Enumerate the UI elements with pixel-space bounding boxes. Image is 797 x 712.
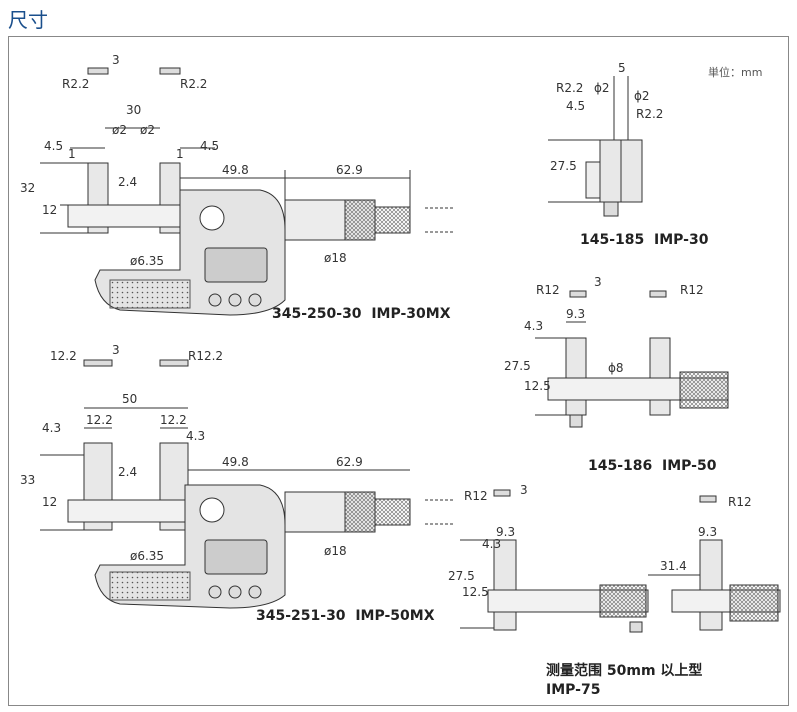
model-label-imp30: 145-185 IMP-30: [580, 232, 709, 248]
dim-43-a: 4.3: [42, 421, 61, 435]
dim-93-b: 9.3: [496, 525, 515, 539]
dim-122-c: 12.2: [160, 413, 187, 427]
diagram-frame: [8, 36, 789, 706]
dim-r12-a: R12: [536, 283, 560, 297]
dim-629-b: 62.9: [336, 455, 363, 469]
dim-629-a: 62.9: [336, 163, 363, 177]
dim-45-c: 4.5: [566, 99, 585, 113]
dim-phi8: ϕ8: [608, 361, 624, 375]
dim-122-b: 12.2: [86, 413, 113, 427]
dim-275-a: 27.5: [550, 159, 577, 173]
model-label-imp75: IMP-75: [546, 682, 601, 698]
dim-3-d: 3: [520, 483, 528, 497]
dim-phi18-b: ø18: [324, 544, 347, 558]
dim-5: 5: [618, 61, 626, 75]
dim-phi2-b: ø2: [140, 123, 155, 137]
dim-r22-a: R2.2: [62, 77, 89, 91]
dim-phi2-a: ø2: [112, 123, 127, 137]
model-label-imp75-range: 测量范围 50mm 以上型: [546, 663, 703, 679]
dim-93-c: 9.3: [698, 525, 717, 539]
dimension-labels: 3 R2.2 R2.2 30 ø2 ø2 4.5 4.5 1 1 32 12 2…: [20, 53, 752, 599]
dim-r12-c: R12: [464, 489, 488, 503]
dim-r122: R12.2: [188, 349, 223, 363]
dim-1-a: 1: [68, 147, 76, 161]
dim-50: 50: [122, 392, 137, 406]
dim-33: 33: [20, 473, 35, 487]
dim-498-a: 49.8: [222, 163, 249, 177]
imp30-drawing: [548, 76, 643, 217]
model-label-imp30mx: 345-250-30 IMP-30MX: [272, 306, 451, 322]
dim-r22-d: R2.2: [636, 107, 663, 121]
dim-43-c: 4.3: [524, 319, 543, 333]
dim-3-c: 3: [594, 275, 602, 289]
dim-275-b: 27.5: [504, 359, 531, 373]
dim-45-b: 4.5: [200, 139, 219, 153]
dim-3-a: 3: [112, 53, 120, 67]
dim-3-b: 3: [112, 343, 120, 357]
dim-498-b: 49.8: [222, 455, 249, 469]
dim-24-a: 2.4: [118, 175, 137, 189]
imp30mx-drawing: [40, 67, 455, 316]
dim-32: 32: [20, 181, 35, 195]
dim-r22-c: R2.2: [556, 81, 583, 95]
dim-1-b: 1: [176, 147, 184, 161]
dim-r22-b: R2.2: [180, 77, 207, 91]
dim-phi2-d: ϕ2: [634, 89, 650, 103]
dim-43-b: 4.3: [186, 429, 205, 443]
page-title: 尺寸: [8, 8, 48, 32]
dim-30: 30: [126, 103, 141, 117]
imp75-drawing: [460, 489, 781, 633]
dim-r12-d: R12: [728, 495, 752, 509]
imp50-drawing: [535, 290, 729, 428]
dim-45-a: 4.5: [44, 139, 63, 153]
dim-phi2-c: ϕ2: [594, 81, 610, 95]
dim-122-a: 12.2: [50, 349, 77, 363]
dim-phi635-b: ø6.35: [130, 549, 164, 563]
model-label-imp50mx: 345-251-30 IMP-50MX: [256, 608, 435, 624]
dim-93-a: 9.3: [566, 307, 585, 321]
dim-125-b: 12.5: [462, 585, 489, 599]
dim-12-b: 12: [42, 495, 57, 509]
dim-314: 31.4: [660, 559, 687, 573]
dim-phi635-a: ø6.35: [130, 254, 164, 268]
dim-275-c: 27.5: [448, 569, 475, 583]
unit-note: 単位：mm: [708, 66, 763, 79]
dim-43-d: 4.3: [482, 537, 501, 551]
dim-125-a: 12.5: [524, 379, 551, 393]
imp50mx-drawing: [40, 359, 455, 609]
model-label-imp50: 145-186 IMP-50: [588, 458, 717, 474]
dim-r12-b: R12: [680, 283, 704, 297]
dim-phi18-a: ø18: [324, 251, 347, 265]
dim-12-a: 12: [42, 203, 57, 217]
dim-24-b: 2.4: [118, 465, 137, 479]
